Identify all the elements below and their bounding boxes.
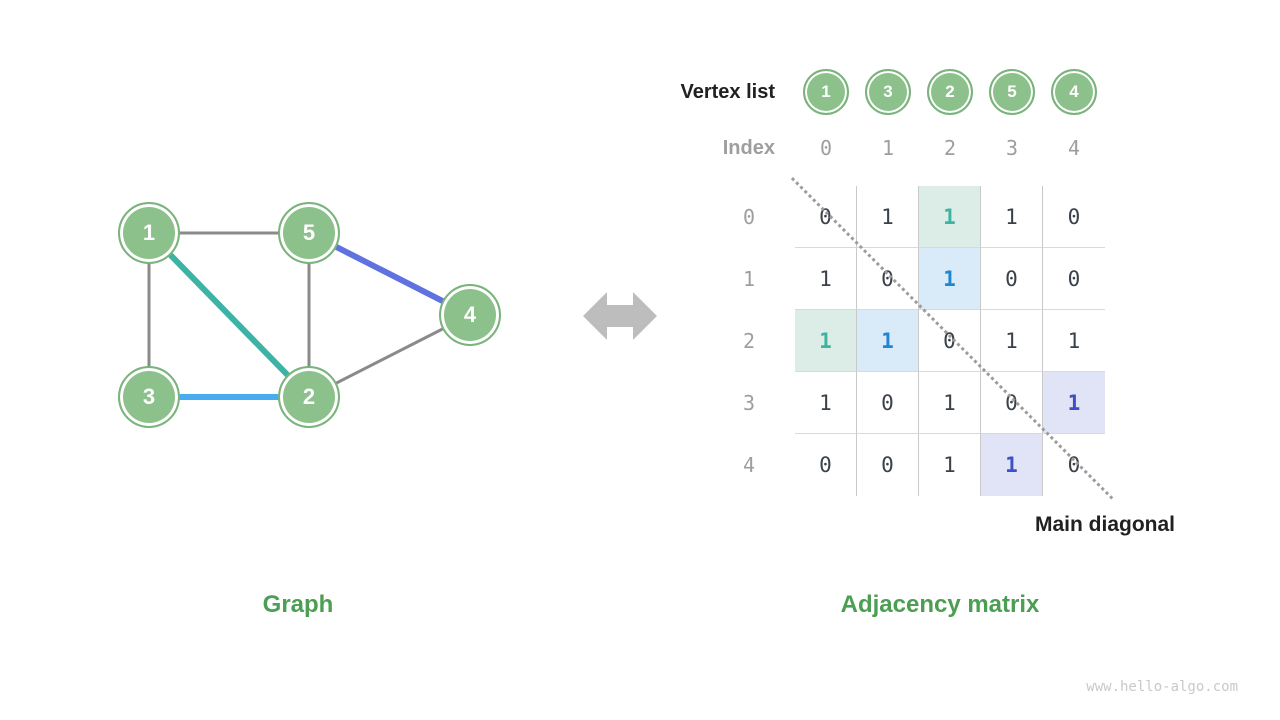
adjacency-matrix-caption: Adjacency matrix	[840, 591, 1040, 618]
matrix-cell: 0	[981, 372, 1043, 434]
matrix-cell: 1	[795, 248, 857, 310]
index-value: 0	[819, 136, 833, 160]
matrix-cell: 1	[919, 186, 981, 248]
matrix-cell: 1	[1043, 310, 1105, 372]
vertex-circle: 5	[989, 69, 1035, 115]
matrix-cell: 0	[981, 248, 1043, 310]
matrix-cell: 0	[1043, 248, 1105, 310]
index-value: 2	[943, 136, 957, 160]
index-value: 4	[1067, 136, 1081, 160]
matrix-cell: 0	[795, 434, 857, 496]
matrix-cell: 1	[919, 248, 981, 310]
index-row: 0 1 2 3 4	[795, 136, 1105, 160]
index-value: 1	[881, 136, 895, 160]
vertex-circle: 4	[1051, 69, 1097, 115]
adjacency-matrix-grid: 0 1 1 1 0 1 0 1 0 0 1 1 0 1 1 1 0 1 0 1 …	[795, 186, 1105, 496]
matrix-cell: 1	[857, 310, 919, 372]
index-label: Index	[722, 137, 775, 159]
matrix-cell: 1	[1043, 372, 1105, 434]
vertex-circle: 3	[865, 69, 911, 115]
matrix-row-labels: 0 1 2 3 4	[718, 186, 780, 496]
index-value: 3	[1005, 136, 1019, 160]
matrix-cell: 1	[981, 186, 1043, 248]
graph-node-4: 4	[439, 284, 501, 346]
graph-node-2: 2	[278, 366, 340, 428]
matrix-cell: 1	[981, 434, 1043, 496]
main-diagonal-label: Main diagonal	[1034, 513, 1175, 536]
row-label: 3	[742, 391, 756, 415]
row-label: 4	[742, 453, 756, 477]
matrix-cell: 1	[795, 310, 857, 372]
graph-node-1: 1	[118, 202, 180, 264]
vertex-list-label: Vertex list	[680, 81, 775, 103]
matrix-cell: 1	[795, 372, 857, 434]
matrix-cell: 1	[857, 186, 919, 248]
vertex-circle: 2	[927, 69, 973, 115]
matrix-cell: 0	[857, 372, 919, 434]
vertex-list-row: 1 3 2 5 4	[795, 69, 1105, 115]
matrix-cell: 0	[857, 434, 919, 496]
matrix-cell: 1	[981, 310, 1043, 372]
edge-1-2-highlight	[146, 230, 312, 400]
matrix-cell: 0	[919, 310, 981, 372]
double-arrow-icon	[583, 292, 657, 340]
row-label: 0	[742, 205, 756, 229]
vertex-circle: 1	[803, 69, 849, 115]
matrix-cell: 1	[919, 434, 981, 496]
matrix-cell: 0	[1067, 453, 1081, 477]
matrix-cell: 0	[1043, 186, 1105, 248]
matrix-cell: 0	[857, 248, 919, 310]
row-label: 1	[742, 267, 756, 291]
matrix-cell: 0	[795, 186, 857, 248]
row-label: 2	[742, 329, 756, 353]
graph-node-5: 5	[278, 202, 340, 264]
matrix-cell: 1	[919, 372, 981, 434]
graph-caption: Graph	[262, 591, 334, 618]
graph-node-3: 3	[118, 366, 180, 428]
watermark: www.hello-algo.com	[1086, 679, 1238, 695]
